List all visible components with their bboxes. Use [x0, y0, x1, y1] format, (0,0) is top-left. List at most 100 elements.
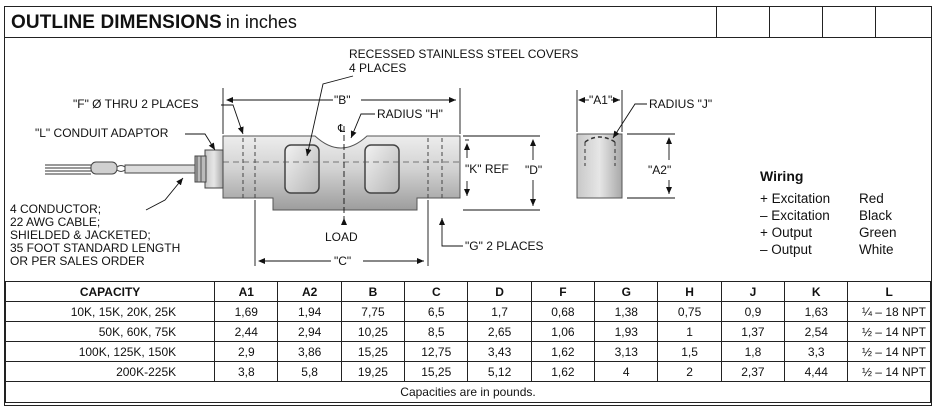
- table-row: 10K, 15K, 20K, 25K 1,69 1,94 7,75 6,5 1,…: [4, 301, 931, 322]
- wiring-color: White: [859, 242, 894, 257]
- conductor-line-3: SHIELDED & JACKETED;: [10, 228, 151, 242]
- cover-right: [364, 144, 400, 194]
- title-blank-cell: [823, 7, 876, 37]
- load-label: LOAD: [325, 230, 358, 244]
- wiring-legend: Wiring + Excitation Red – Excitation Bla…: [760, 168, 897, 258]
- title-bold: OUTLINE DIMENSIONS: [11, 12, 222, 33]
- table-cell: 15,25: [404, 361, 469, 382]
- table-cell: 5,8: [277, 361, 342, 382]
- table-cell: 1,69: [214, 301, 279, 322]
- wiring-color: Black: [859, 208, 893, 223]
- table-cell: ½ – 14 NPT: [847, 341, 931, 362]
- table-cell: 1,93: [594, 321, 659, 342]
- table-cell: 1,62: [530, 341, 596, 362]
- column-header: F: [530, 281, 596, 302]
- a2-dimension-label: "A2": [648, 163, 671, 177]
- table-cell: 2,54: [784, 321, 849, 342]
- table-cell: 0,68: [530, 301, 596, 322]
- wiring-row: – Excitation Black: [760, 207, 897, 224]
- wiring-row: – Output White: [760, 241, 897, 258]
- title-blank-cell: [717, 7, 770, 37]
- dimension-drawing: RECESSED STAINLESS STEEL COVERS 4 PLACES…: [10, 47, 712, 268]
- capacity-cell: 50K, 60K, 75K: [4, 321, 216, 342]
- capacity-cell: 10K, 15K, 20K, 25K: [4, 301, 216, 322]
- title-unit: in inches: [225, 12, 297, 32]
- title-blank-cell: [770, 7, 823, 37]
- column-header: L: [847, 281, 931, 302]
- table-row: 100K, 125K, 150K 2,9 3,86 15,25 12,75 3,…: [4, 341, 931, 362]
- end-view: [576, 133, 623, 199]
- table-cell: 2,37: [720, 361, 786, 382]
- centerline-symbol: ℄: [337, 123, 345, 135]
- column-header: C: [404, 281, 469, 302]
- table-cell: 1,94: [277, 301, 342, 322]
- table-cell: 1,62: [530, 361, 596, 382]
- table-cell: 10,25: [340, 321, 406, 342]
- table-cell: 1,5: [657, 341, 722, 362]
- table-cell: 1,37: [720, 321, 786, 342]
- conduit-and-cable: [45, 149, 224, 189]
- wiring-color: Green: [859, 225, 897, 240]
- b-dimension-label: "B": [334, 93, 351, 107]
- table-cell: 0,9: [720, 301, 786, 322]
- table-row: 50K, 60K, 75K 2,44 2,94 10,25 8,5 2,65 1…: [4, 321, 931, 342]
- column-header: A2: [277, 281, 342, 302]
- table-note-row: Capacities are in pounds.: [5, 381, 931, 403]
- conductor-line-5: OR PER SALES ORDER: [10, 254, 145, 268]
- dimension-lines: [222, 88, 675, 266]
- wiring-signal: – Excitation: [760, 208, 830, 223]
- covers-places-label: 4 PLACES: [349, 61, 406, 75]
- conductor-line-2: 22 AWG CABLE;: [10, 215, 100, 229]
- table-cell: 1,63: [784, 301, 849, 322]
- leader-lines: [145, 75, 647, 247]
- table-cell: 3,8: [214, 361, 279, 382]
- table-cell: 4,44: [784, 361, 849, 382]
- f-places-label: "F" Ø THRU 2 PLACES: [73, 97, 199, 111]
- table-cell: 2,65: [467, 321, 532, 342]
- table-cell: 3,3: [784, 341, 849, 362]
- table-cell: 3,13: [594, 341, 659, 362]
- load-cell-body: [222, 135, 461, 211]
- wiring-row: + Output Green: [760, 224, 897, 241]
- table-cell: 1,38: [594, 301, 659, 322]
- wiring-signal: + Output: [760, 225, 813, 240]
- a1-dimension-label: "A1": [589, 93, 612, 107]
- conductor-line-4: 35 FOOT STANDARD LENGTH: [10, 241, 180, 255]
- covers-label: RECESSED STAINLESS STEEL COVERS: [349, 47, 578, 61]
- k-ref-label: "K" REF: [465, 162, 509, 176]
- table-cell: 6,5: [404, 301, 469, 322]
- d-dimension-label: "D": [525, 163, 542, 177]
- table-cell: 15,25: [340, 341, 406, 362]
- capacity-cell: 100K, 125K, 150K: [4, 341, 216, 362]
- wiring-signal: + Excitation: [760, 191, 831, 206]
- table-cell: 1,8: [720, 341, 786, 362]
- table-cell: 5,12: [467, 361, 532, 382]
- capacity-cell: 200K-225K: [4, 361, 216, 382]
- table-row: 200K-225K 3,8 5,8 19,25 15,25 5,12 1,62 …: [4, 361, 931, 382]
- table-cell: 7,75: [340, 301, 406, 322]
- radius-h-label: RADIUS "H": [377, 107, 443, 121]
- table-cell: ¼ – 18 NPT: [847, 301, 931, 322]
- column-header: G: [594, 281, 659, 302]
- table-cell: ½ – 14 NPT: [847, 321, 931, 342]
- column-header: J: [720, 281, 786, 302]
- outline-drawing: RECESSED STAINLESS STEEL COVERS 4 PLACES…: [5, 38, 931, 290]
- cover-left: [284, 144, 320, 194]
- table-cell: 1: [657, 321, 722, 342]
- title-blank-cell: [876, 7, 931, 37]
- table-cell: 19,25: [340, 361, 406, 382]
- wiring-color: Red: [859, 191, 884, 206]
- radius-j-label: RADIUS "J": [649, 97, 712, 111]
- conductor-line-1: 4 CONDUCTOR;: [10, 202, 101, 216]
- wiring-row: + Excitation Red: [760, 190, 897, 207]
- column-header: B: [340, 281, 406, 302]
- table-cell: 2,9: [214, 341, 279, 362]
- table-cell: 12,75: [404, 341, 469, 362]
- column-header: A1: [214, 281, 279, 302]
- table-cell: ½ – 14 NPT: [847, 361, 931, 382]
- table-cell: 2: [657, 361, 722, 382]
- column-header: K: [784, 281, 849, 302]
- table-cell: 3,86: [277, 341, 342, 362]
